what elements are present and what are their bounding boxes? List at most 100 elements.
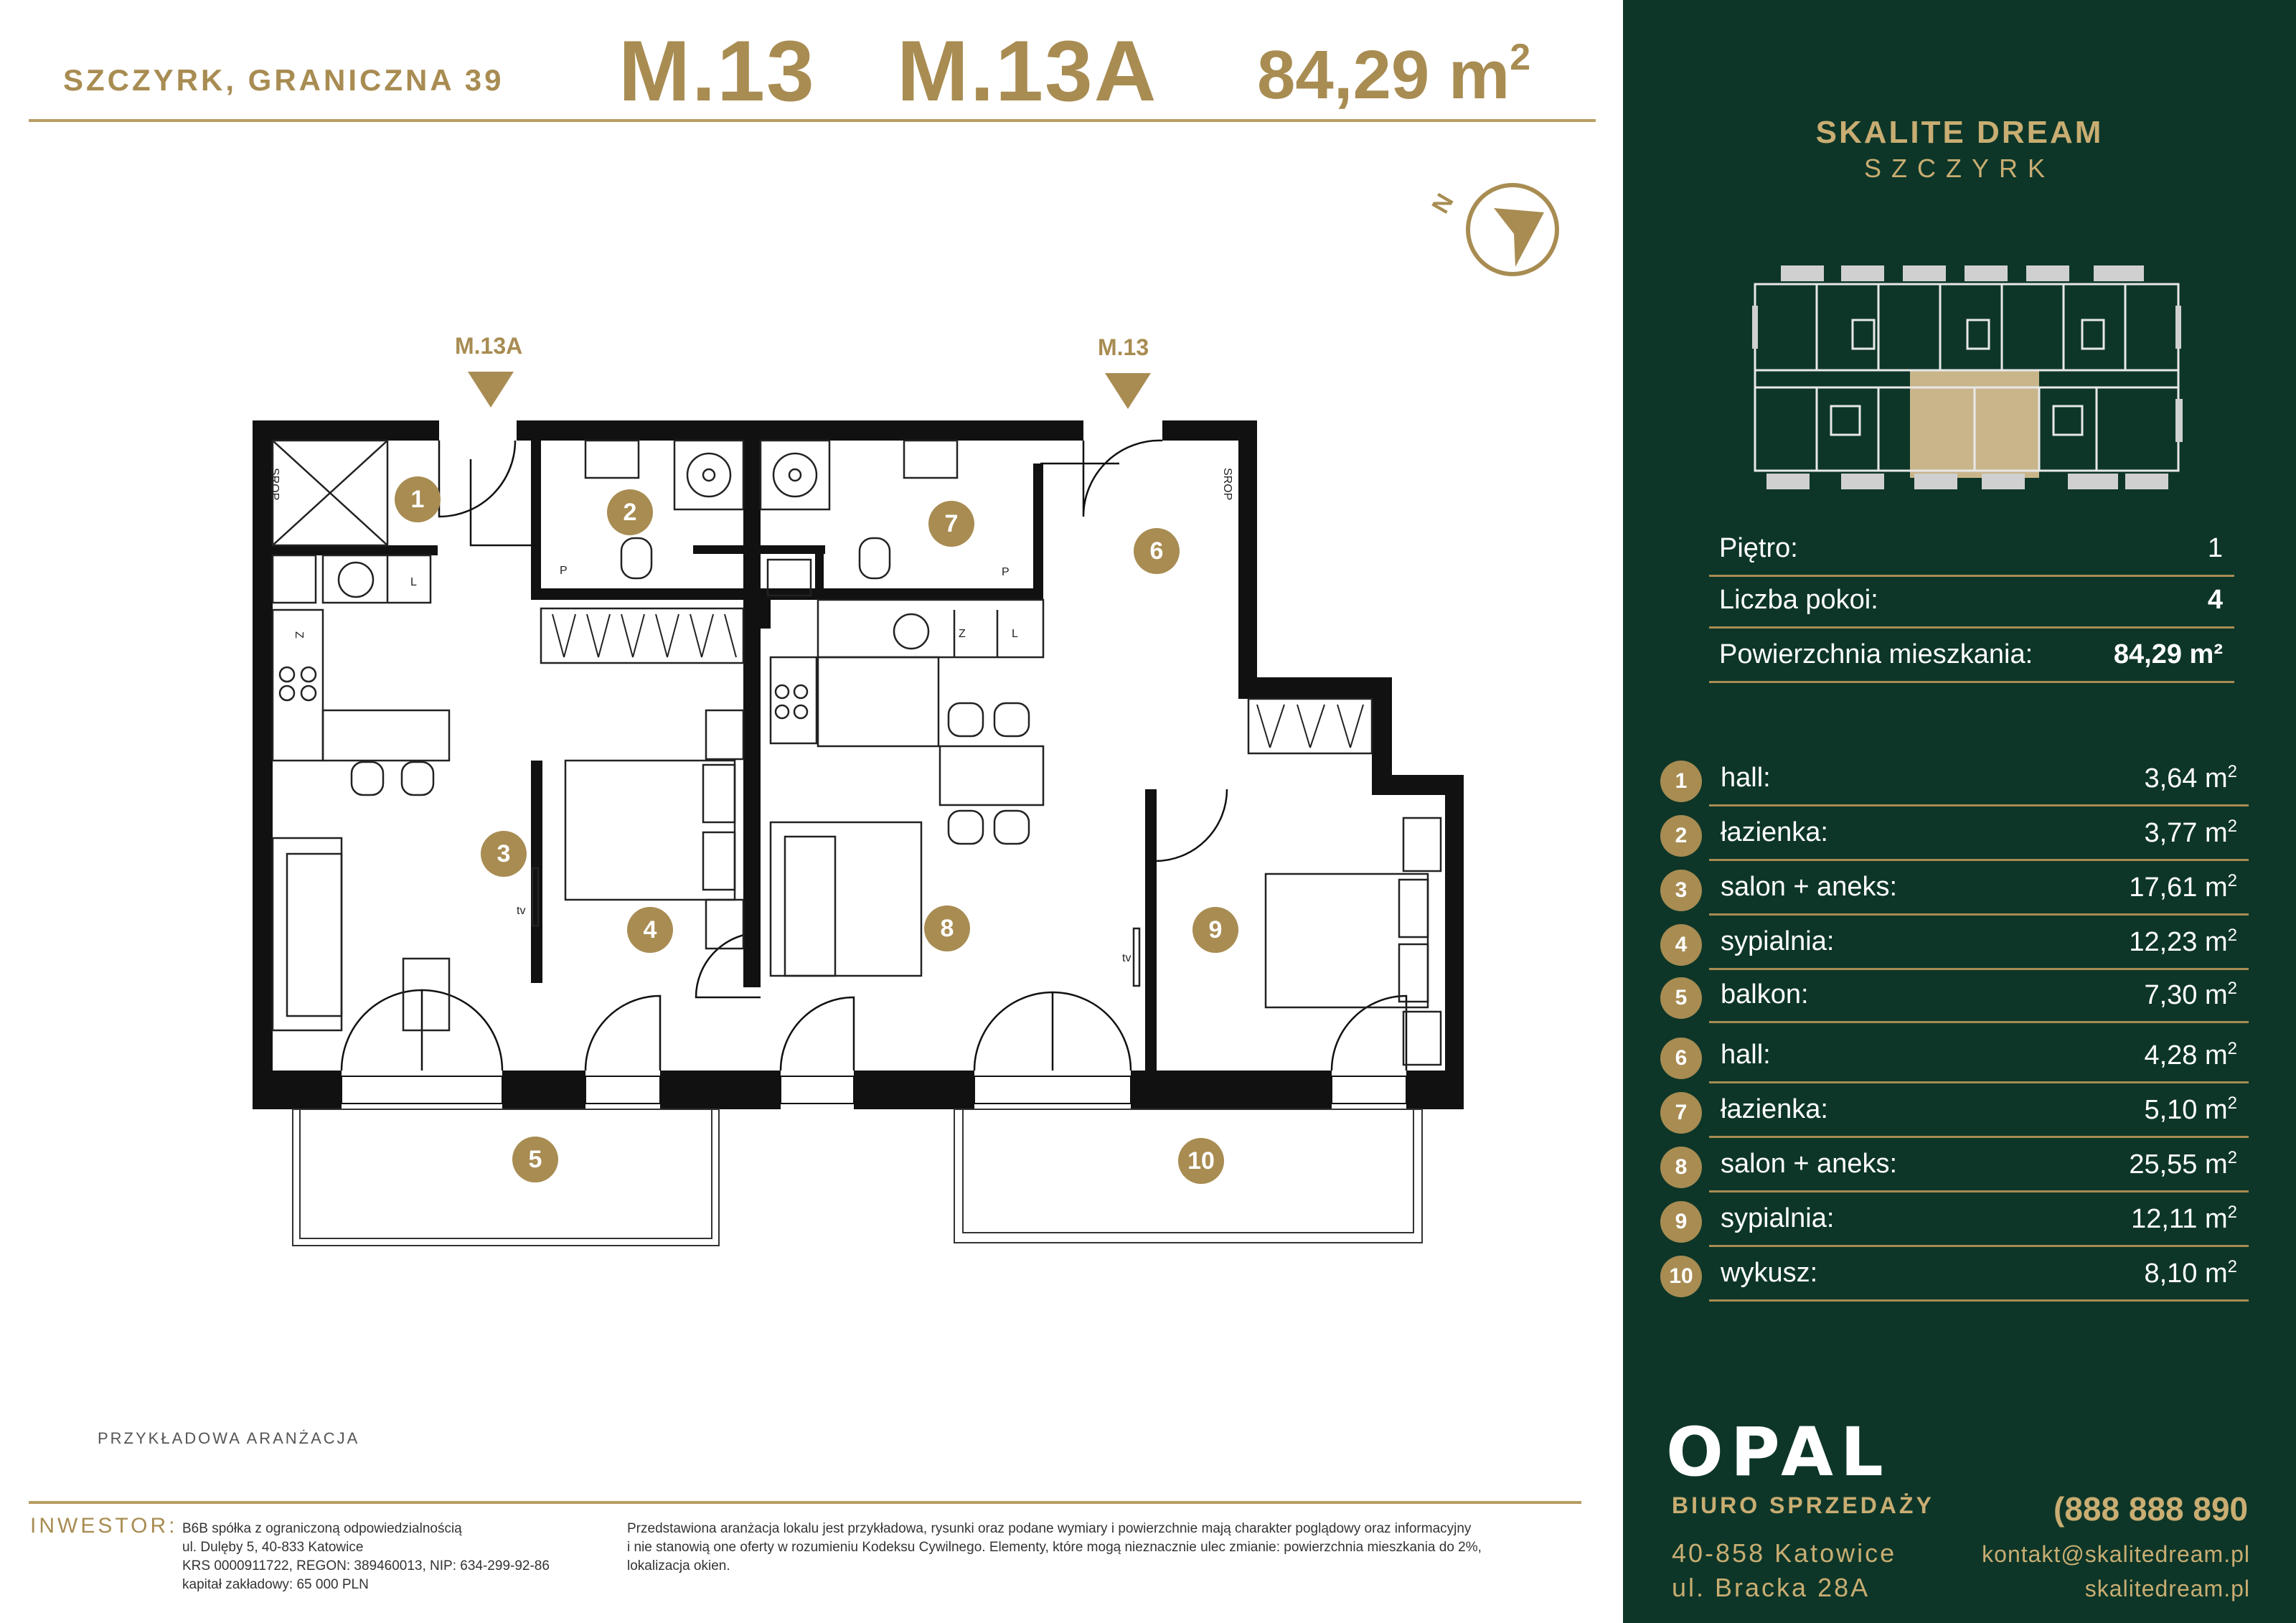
room-name: balkon:	[1721, 979, 1809, 1010]
l-label-1: L	[410, 576, 417, 588]
room-number-10: 10	[1178, 1138, 1224, 1184]
arrangement-note: PRZYKŁADOWA ARANŻACJA	[98, 1429, 360, 1447]
room-badge: 8	[1660, 1147, 1702, 1188]
sales-office-label: BIURO SPRZEDAŻY	[1672, 1492, 1934, 1518]
unit-number-m13: M.13	[618, 23, 816, 119]
phone-number: (888 888 890	[2053, 1490, 2249, 1528]
room-badge: 1	[1660, 761, 1702, 802]
info-label: Piętro:	[1719, 533, 1798, 563]
room-area: 7,30 m2	[2144, 979, 2237, 1011]
office-city: 40-858 Katowice	[1672, 1538, 1897, 1568]
brand-subtitle: SZCZYRK	[1863, 154, 2055, 183]
room-name: salon + aneks:	[1721, 1149, 1898, 1179]
footer-divider	[29, 1501, 1581, 1504]
tv-label-4: tv	[517, 905, 525, 917]
info-value: 4	[2207, 585, 2223, 615]
room-number-4: 4	[627, 907, 673, 953]
room-badge: 9	[1660, 1201, 1702, 1243]
header-area: 84,29 m2	[1257, 37, 1531, 113]
room-area-unit: 2	[2227, 1203, 2237, 1222]
room-number-2: 2	[607, 489, 653, 535]
room-name: łazienka:	[1721, 1094, 1828, 1124]
email-link[interactable]: kontakt@skalitedream.pl	[1982, 1541, 2250, 1567]
room-area-value: 17,61 m	[2129, 872, 2228, 903]
room-area: 3,77 m2	[2144, 817, 2237, 849]
investor-line: B6B spółka z ograniczoną odpowiedzialnoś…	[182, 1521, 462, 1536]
room-number-9: 9	[1192, 907, 1238, 953]
unit-number-m13a: M.13A	[897, 23, 1158, 119]
room-name: hall:	[1721, 1040, 1771, 1070]
room-badge: 4	[1660, 924, 1702, 966]
room-area-unit: 2	[2227, 1093, 2237, 1113]
header-divider	[29, 119, 1596, 122]
room-area-unit: 2	[2227, 1257, 2237, 1276]
room-area-row: hall: 3,64 m2	[1709, 752, 2249, 806]
room-number-5: 5	[512, 1137, 558, 1182]
room-area: 5,10 m2	[2144, 1093, 2237, 1126]
room-area-row: salon + aneks: 25,55 m2	[1709, 1138, 2249, 1192]
disclaimer-line: Przedstawiona aranżacja lokalu jest przy…	[627, 1521, 1472, 1536]
room-area-row: sypialnia: 12,11 m2	[1709, 1192, 2249, 1247]
room-name: hall:	[1721, 763, 1771, 793]
info-label: Powierzchnia mieszkania:	[1719, 639, 2033, 669]
entry-label-m13a: M.13A	[455, 333, 523, 359]
room-area-row: balkon: 7,30 m2	[1709, 969, 2249, 1023]
srop-label-left: SROP	[268, 468, 281, 500]
floor-plan: SROP SROP tv tv P P L L Z Z M.13A M.13 1…	[98, 333, 1464, 1447]
disclaimer-line: lokalizacja okien.	[627, 1558, 730, 1573]
room-area-value: 8,10 m	[2144, 1259, 2228, 1289]
room-area: 3,64 m2	[2144, 762, 2237, 794]
room-name: sypialnia:	[1721, 926, 1835, 956]
building-key-plan	[1752, 265, 2183, 489]
z-label-8: Z	[959, 628, 966, 640]
p-label-7: P	[1002, 566, 1010, 578]
room-badge: 6	[1660, 1038, 1702, 1079]
info-value: 1	[2207, 533, 2223, 563]
room-area-row: salon + aneks:17,61 m2	[1709, 861, 2249, 916]
investor-line: KRS 0000911722, REGON: 389460013, NIP: 6…	[182, 1558, 550, 1573]
investor-line: ul. Dulęby 5, 40-833 Katowice	[182, 1540, 364, 1555]
room-area-value: 4,28 m	[2144, 1040, 2228, 1071]
room-area-unit: 2	[2227, 817, 2237, 836]
room-area-row: łazienka: 3,77 m2	[1709, 806, 2249, 861]
room-badge: 3	[1660, 870, 1702, 911]
room-badge: 10	[1660, 1256, 1702, 1297]
info-row-area: Powierzchnia mieszkania: 84,29 m²	[1709, 629, 2234, 683]
room-number-6: 6	[1134, 528, 1180, 574]
room-area-value: 3,77 m	[2144, 818, 2228, 848]
room-area-row: łazienka: 5,10 m2	[1709, 1083, 2249, 1138]
room-area-unit: 2	[2227, 762, 2237, 781]
room-area: 12,23 m2	[2129, 926, 2237, 958]
room-area-unit: 2	[2227, 1148, 2237, 1167]
info-panel: SKALITE DREAM SZCZYRK	[1623, 0, 2296, 1623]
p-label-2: P	[560, 565, 568, 577]
door-swings	[340, 439, 1408, 1071]
z-label-3: Z	[293, 631, 305, 639]
room-area: 25,55 m2	[2129, 1148, 2237, 1180]
windows	[341, 1076, 1407, 1104]
room-area-unit: 2	[2227, 926, 2237, 945]
room-area: 12,11 m2	[2131, 1203, 2237, 1235]
entry-arrow-m13-icon	[1105, 373, 1151, 409]
room-area-value: 12,23 m	[2129, 927, 2228, 957]
room-area: 4,28 m2	[2144, 1039, 2237, 1071]
room-number-1: 1	[395, 476, 441, 522]
room-area-unit: 2	[2227, 1039, 2237, 1058]
furniture	[271, 439, 1442, 1066]
investor-details: B6B spółka z ograniczoną odpowiedzialnoś…	[182, 1520, 550, 1594]
walls	[253, 420, 1464, 1109]
room-area-row: wykusz: 8,10 m2	[1709, 1247, 2249, 1302]
room-number-3: 3	[481, 831, 527, 877]
room-name: sypialnia:	[1721, 1203, 1835, 1233]
room-name: łazienka:	[1721, 817, 1828, 847]
tv-label-8: tv	[1122, 952, 1131, 964]
room-area: 8,10 m2	[2144, 1257, 2237, 1289]
room-area-row: hall: 4,28 m2	[1709, 1029, 2249, 1083]
wardrobe-hatching	[552, 613, 1364, 748]
room-area-value: 3,64 m	[2144, 763, 2228, 794]
brand-title: SKALITE DREAM	[1815, 115, 2104, 150]
room-name: wykusz:	[1721, 1258, 1818, 1288]
room-number-7: 7	[928, 501, 974, 547]
room-badge: 7	[1660, 1092, 1702, 1134]
website-link[interactable]: skalitedream.pl	[2084, 1576, 2250, 1601]
